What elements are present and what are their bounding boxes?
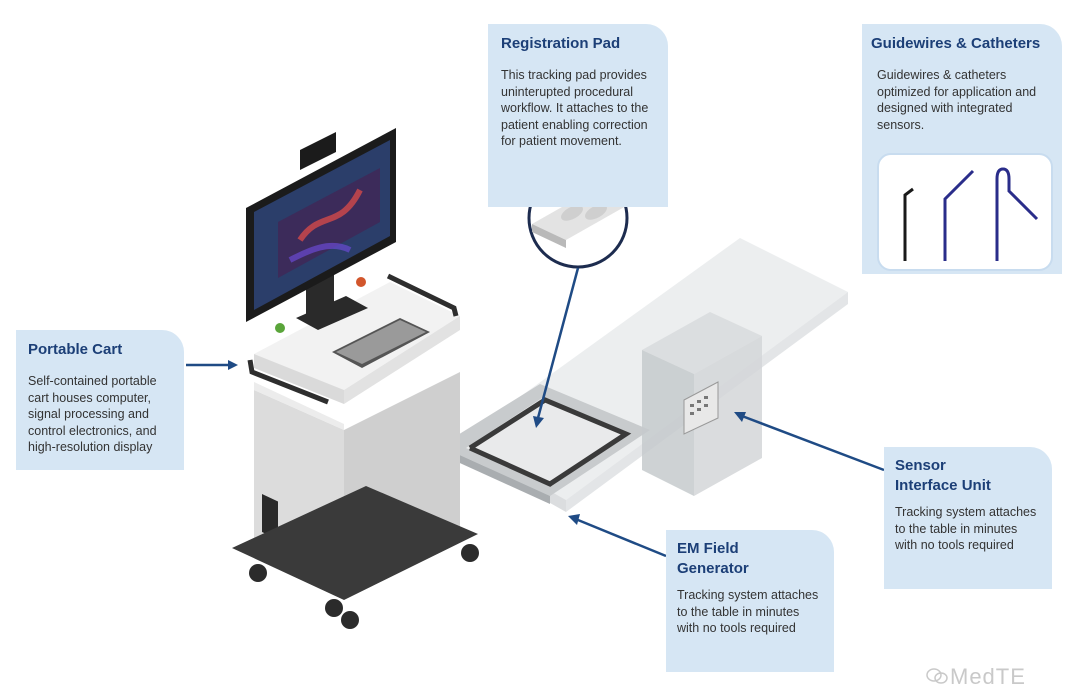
callout-body: Guidewires & catheters optimized for app… xyxy=(877,68,1037,132)
callout-title: Guidewires & Catheters xyxy=(871,35,1041,52)
callout-registration-pad: Registration Pad This tracking pad provi… xyxy=(488,24,668,207)
callout-title: Registration Pad xyxy=(501,35,621,52)
callout-em-field-generator: EM Field Generator Tracking system attac… xyxy=(666,530,834,672)
callout-title-line1: Sensor xyxy=(895,457,946,474)
watermark: MedTE xyxy=(950,664,1026,689)
guidewire-shapes-icon xyxy=(903,167,1039,261)
em-field-generator xyxy=(440,384,650,504)
callout-body: Self-contained portable cart houses comp… xyxy=(28,374,157,454)
callout-body: Tracking system attaches to the table in… xyxy=(677,588,819,635)
callout-arrows xyxy=(186,267,885,558)
callout-sensor-interface-unit: Sensor Interface Unit Tracking system at… xyxy=(884,447,1052,589)
callout-body: Tracking system attaches to the table in… xyxy=(895,505,1037,552)
callout-portable-cart: Portable Cart Self-contained portable ca… xyxy=(16,330,184,470)
callout-title-line2: Interface Unit xyxy=(895,477,991,494)
callout-title-line2: Generator xyxy=(677,560,749,577)
callout-title-line1: EM Field xyxy=(677,540,739,557)
callout-title: Sensor Interface Unit xyxy=(895,456,1042,496)
callout-body: This tracking pad provides uninterupted … xyxy=(501,68,649,148)
sensor-interface-unit xyxy=(642,312,762,496)
callout-title: Portable Cart xyxy=(28,341,123,358)
portable-cart xyxy=(232,128,479,629)
wechat-icon xyxy=(926,668,948,684)
callout-title: EM Field Generator xyxy=(677,539,824,579)
guidewire-illustration-card xyxy=(877,153,1053,271)
